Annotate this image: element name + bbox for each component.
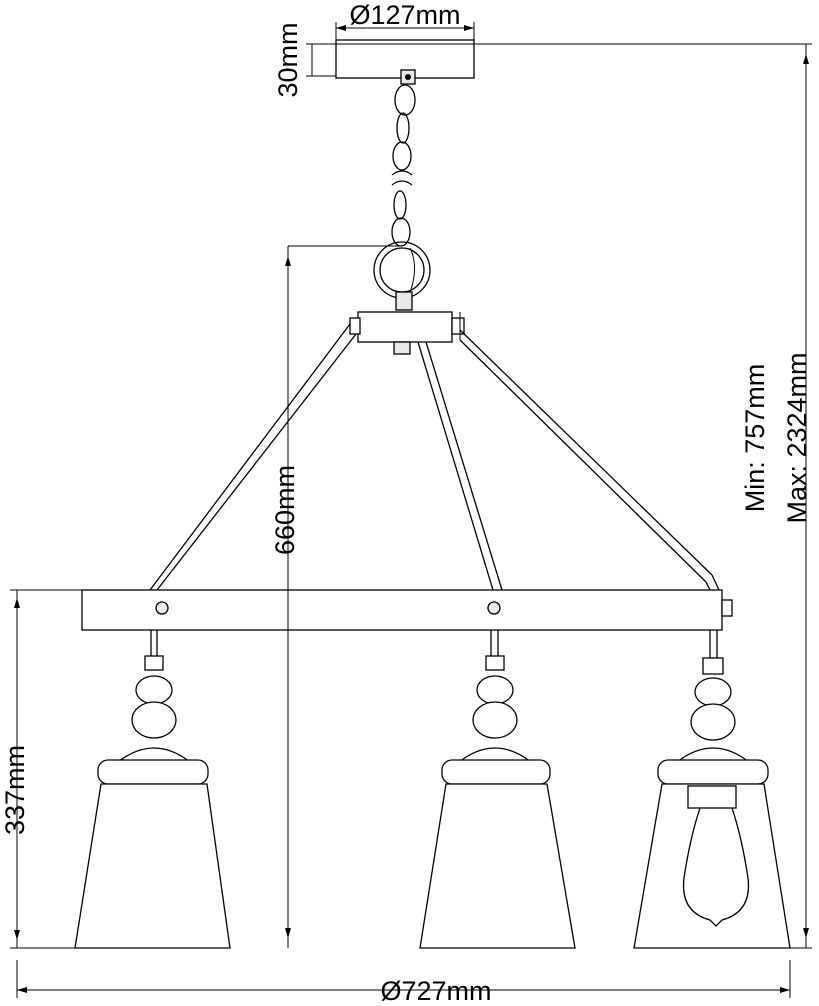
- dim-overall-drop: Min: 757mm Max: 2324mm: [474, 43, 812, 949]
- dim-frame-height: 660mm: [270, 245, 402, 948]
- pendant-shade-center: [419, 630, 576, 949]
- label-overall-diameter: Ø727mm: [380, 976, 491, 1006]
- bulb-socket: [687, 785, 737, 809]
- label-frame-height: 660mm: [270, 465, 300, 555]
- dim-canopy-height: 30mm: [273, 22, 336, 98]
- label-canopy-height: 30mm: [273, 22, 303, 97]
- label-shade-height: 337mm: [0, 745, 30, 835]
- suspension-chain: [391, 69, 416, 247]
- label-drop-max: Max: 2324mm: [782, 352, 812, 523]
- dim-canopy-diameter: Ø127mm: [335, 0, 475, 40]
- center-hub: [349, 291, 465, 355]
- label-canopy-diameter: Ø127mm: [349, 0, 460, 30]
- label-drop-min: Min: 757mm: [740, 364, 770, 513]
- dim-overall-diameter: Ø727mm: [16, 960, 791, 1006]
- pendant-shade-right: [633, 630, 791, 949]
- pendant-shade-left: [74, 630, 231, 949]
- edison-bulb-icon: [682, 807, 750, 927]
- crossbar: [81, 589, 733, 631]
- support-arms: [149, 323, 720, 591]
- hanging-ring: [373, 241, 431, 299]
- dim-shade-height: 337mm: [0, 589, 82, 949]
